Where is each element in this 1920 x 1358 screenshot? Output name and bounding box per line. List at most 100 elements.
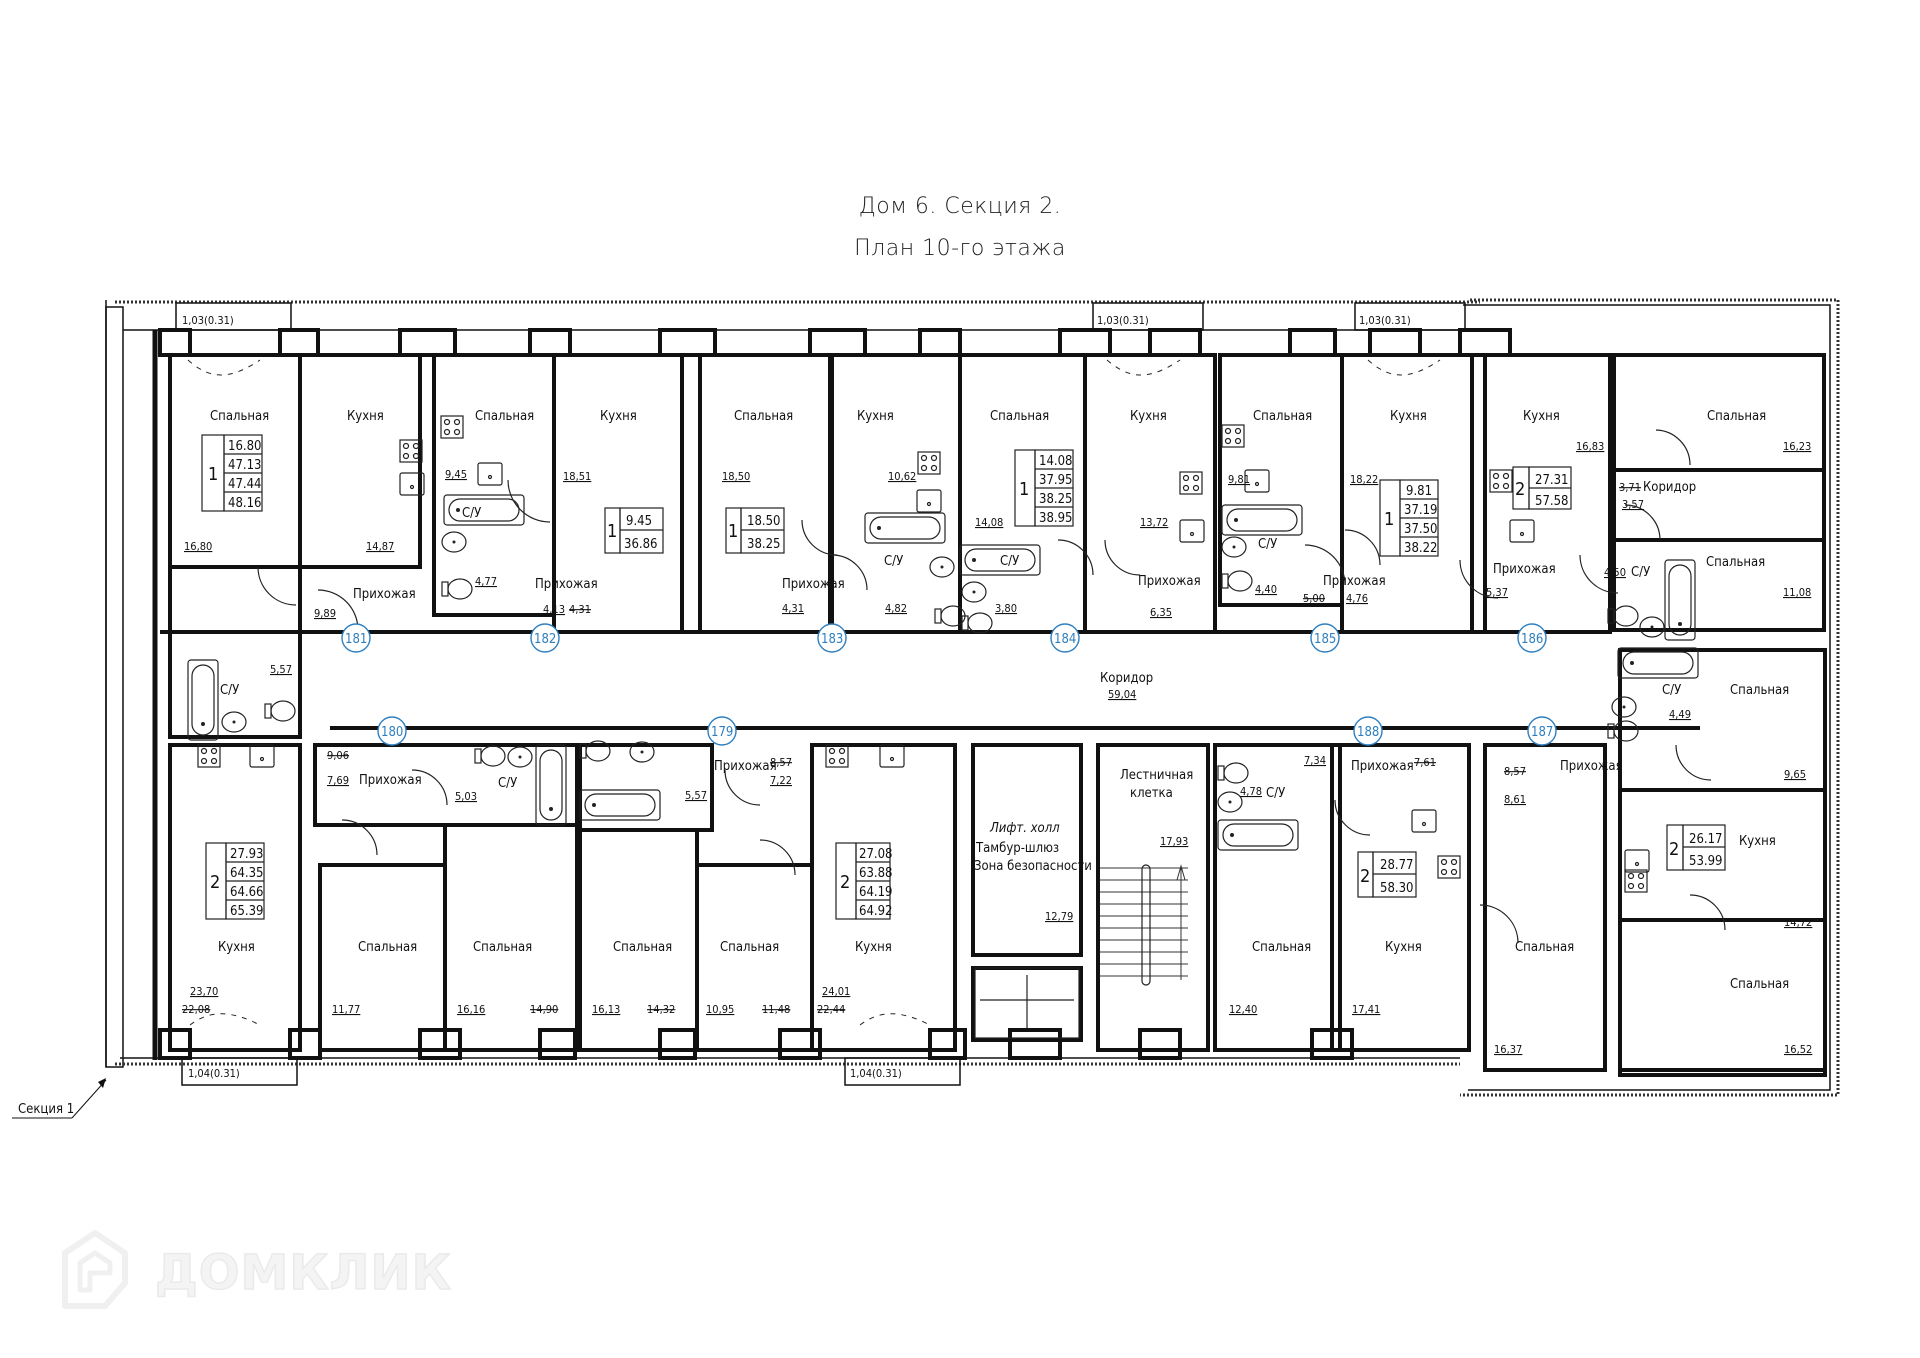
room-label: Кухня	[857, 409, 894, 424]
room-label: Кухня	[1385, 940, 1422, 955]
area-value: 14,87	[366, 540, 394, 553]
area-value-old: 8,57	[770, 756, 792, 769]
area-value: 18,51	[563, 470, 591, 483]
room-label: Кухня	[1523, 409, 1560, 424]
area-value: 4,76	[1346, 592, 1368, 605]
area-table-cell: 37.19	[1404, 503, 1437, 518]
room-label: Спальная	[734, 409, 793, 424]
area-table-cell: 58.30	[1380, 881, 1413, 896]
room-count: 1	[607, 521, 617, 542]
area-table-cell: 28.77	[1380, 858, 1413, 873]
area-value: 4,31	[782, 602, 804, 615]
area-value: 4,77	[475, 575, 497, 588]
area-value: 7,34	[1304, 754, 1326, 767]
area-value-old: 22,08	[182, 1003, 210, 1016]
stairwell: Лестничная клетка 17,93	[1120, 768, 1193, 848]
room-label: Кухня	[1390, 409, 1427, 424]
stairwell-graphic	[1100, 864, 1188, 986]
apartment-185[interactable]: Спальная Кухня Прихожая С/У 9,81 18,22 4…	[1228, 409, 1439, 653]
area-table-cell: 64.35	[230, 866, 263, 881]
area-value: 14,08	[975, 516, 1003, 529]
room-label: С/У	[1662, 683, 1681, 698]
area-value: 14,72	[1784, 916, 1812, 929]
apartment-183[interactable]: Спальная Кухня Прихожая С/У 18,50 10,62 …	[722, 409, 916, 653]
apartment-180[interactable]: Кухня Прихожая С/У Спальная Спальная 9,0…	[182, 716, 558, 1016]
apartment-number-badge[interactable]: 188	[1357, 725, 1379, 740]
balcony-area-label: 1,03(0.31)	[182, 314, 234, 327]
area-table-cell: 38.22	[1404, 541, 1437, 556]
apartment-number-badge[interactable]: 180	[381, 725, 403, 740]
area-value-old: 7,61	[1414, 756, 1436, 769]
area-value: 17,41	[1352, 1003, 1380, 1016]
area-value: 16,80	[184, 540, 212, 553]
apartment-184[interactable]: Спальная Кухня Прихожая С/У 14,08 13,72 …	[975, 409, 1201, 653]
apartment-186[interactable]: Кухня Спальная Спальная Коридор Прихожая…	[1486, 409, 1811, 653]
balcony-area-label: 1,03(0.31)	[1097, 314, 1149, 327]
area-value-old: 9,06	[327, 749, 349, 762]
area-table-cell: 16.80	[228, 439, 261, 454]
apartment-number-badge[interactable]: 179	[711, 725, 733, 740]
section-pointer-label: Секция 1	[18, 1102, 74, 1117]
apartment-number-badge[interactable]: 181	[345, 632, 367, 647]
room-count: 1	[208, 464, 218, 485]
apartment-number-badge[interactable]: 187	[1531, 725, 1553, 740]
area-value: 16,16	[457, 1003, 485, 1016]
apartment-number-badge[interactable]: 185	[1314, 632, 1336, 647]
apartment-181[interactable]: Спальная Кухня Прихожая С/У 16,80 14,87 …	[184, 409, 416, 698]
room-label: Спальная	[358, 940, 417, 955]
apartment-188[interactable]: 4,78 С/У 7,34 Прихожая 7,61 Спальная Кух…	[1229, 716, 1436, 1016]
area-value-old: 5,00	[1303, 592, 1325, 605]
area-table-cell: 63.88	[859, 866, 892, 881]
area-table-cell: 65.39	[230, 904, 263, 919]
area-table-cell: 57.58	[1535, 494, 1568, 509]
room-count: 2	[1515, 479, 1525, 500]
area-value: 4,50	[1604, 566, 1626, 579]
room-count: 2	[1360, 866, 1370, 887]
balcony-area-label: 1,03(0.31)	[1359, 314, 1411, 327]
room-label: Спальная	[1515, 940, 1574, 955]
area-value: 4,78	[1240, 785, 1262, 798]
area-table-cell: 48.16	[228, 496, 261, 511]
area-table-cell: 53.99	[1689, 854, 1722, 869]
area-table-cell: 27.93	[230, 847, 263, 862]
area-value: 6,35	[1150, 606, 1172, 619]
room-label: Спальная	[473, 940, 532, 955]
area-value: 3,57	[1622, 498, 1644, 511]
apartment-number-badge[interactable]: 182	[534, 632, 556, 647]
room-label: Спальная	[613, 940, 672, 955]
area-value: 7,69	[327, 774, 349, 787]
apartment-187[interactable]: С/У 4,49 Спальная 9,65 Прихожая 8,57 8,6…	[1494, 683, 1812, 1056]
apartment-number-badge[interactable]: 183	[821, 632, 843, 647]
area-value: 5,37	[1486, 586, 1508, 599]
room-label: Прихожая	[1323, 574, 1386, 589]
plan-title-floor: План 10-го этажа	[854, 236, 1066, 261]
area-value: 9,81	[1228, 473, 1250, 486]
room-label: Коридор	[1643, 480, 1696, 495]
area-table-cell: 36.86	[624, 537, 657, 552]
room-label: Спальная	[720, 940, 779, 955]
area-table-cell: 38.25	[747, 537, 780, 552]
room-count: 2	[1669, 839, 1679, 860]
room-label: С/У	[1000, 554, 1019, 569]
apartment-number-badge[interactable]: 186	[1521, 632, 1543, 647]
area-value: 13,72	[1140, 516, 1168, 529]
apartment-179[interactable]: 5,57 Прихожая 8,57 7,22 Спальная Спальна…	[592, 716, 892, 1016]
room-label: Прихожая	[535, 577, 598, 592]
apartment-number-badge[interactable]: 184	[1054, 632, 1076, 647]
room-label: Спальная	[990, 409, 1049, 424]
area-value-old: 14,90	[530, 1003, 558, 1016]
area-table-cell: 37.95	[1039, 473, 1072, 488]
area-value: 9,45	[445, 468, 467, 481]
area-value: 4,49	[1669, 708, 1691, 721]
top-row-walls	[158, 328, 1826, 739]
room-label: Прихожая	[1138, 574, 1201, 589]
apartment-182[interactable]: Спальная Кухня Прихожая С/У 9,45 18,51 4…	[445, 409, 664, 653]
room-label: С/У	[220, 683, 239, 698]
lift-hall-area: 12,79	[1045, 910, 1073, 923]
balcony-area-label: 1,04(0.31)	[188, 1067, 240, 1080]
area-value: 4,40	[1255, 583, 1277, 596]
corridor-area: 59,04	[1108, 688, 1136, 701]
area-value: 16,83	[1576, 440, 1604, 453]
door-swings	[187, 359, 1726, 1026]
room-label: С/У	[884, 554, 903, 569]
